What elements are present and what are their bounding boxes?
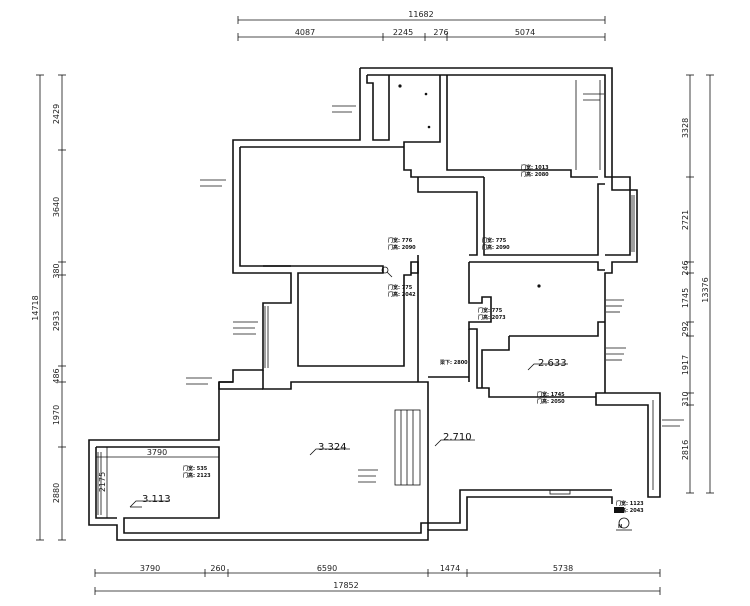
- right-total-dimension: 13376: [701, 277, 710, 302]
- bottom-segment-3: 6590: [317, 564, 337, 573]
- level-left-room: 3.113: [142, 494, 171, 505]
- left-room-inner-dims: 3790 2175: [96, 447, 219, 518]
- left-segment-4: 2933: [52, 311, 61, 331]
- level-marker-hall: 2.710: [434, 432, 475, 447]
- door-8-height: 门高: 2043: [616, 507, 644, 514]
- bottom-segment-4: 1474: [440, 564, 460, 573]
- top-segment-3: 276: [433, 28, 448, 37]
- window-lines: [97, 80, 654, 515]
- right-segment-1: 3328: [681, 118, 690, 138]
- right-dimension-lines: 3328 2721 246 1745 292 1917 310 2816 133…: [681, 74, 714, 494]
- right-segment-7: 310: [681, 391, 690, 406]
- door-8-width: 门宽: 1123: [616, 500, 644, 507]
- entry-symbol-icon: N: [614, 507, 632, 531]
- door-2-height: 门高: 2090: [482, 244, 510, 251]
- compass-label: N: [618, 524, 622, 530]
- steps: [394, 409, 421, 486]
- inner-partitions: [218, 75, 605, 530]
- door-1-height: 门高: 2090: [388, 244, 416, 251]
- door-4-width: 门宽: 775: [478, 307, 503, 314]
- left-segment-7: 2880: [52, 483, 61, 503]
- left-segment-3: 380: [52, 263, 61, 278]
- counter-mark: [549, 489, 571, 495]
- inner-width: 3790: [147, 448, 167, 457]
- outer-walls: [88, 67, 661, 541]
- bottom-dimension-lines: 3790 260 6590 1474 5738 17852: [94, 564, 661, 595]
- inner-height: 2175: [98, 472, 107, 492]
- level-living: 3.324: [318, 442, 347, 453]
- right-segment-8: 2816: [681, 440, 690, 460]
- level-hall: 2.710: [443, 432, 472, 443]
- bottom-segment-1: 3790: [140, 564, 160, 573]
- top-segment-4: 5074: [515, 28, 535, 37]
- right-segment-4: 1745: [681, 288, 690, 308]
- left-dimension-lines: 14718 2429 3640 380 2933 486 1970 2880: [31, 74, 66, 541]
- right-segment-6: 1917: [681, 355, 690, 375]
- door-2-width: 门宽: 775: [482, 237, 507, 244]
- top-total-dimension: 11682: [408, 10, 433, 19]
- level-right-room: 2.633: [538, 358, 567, 369]
- bottom-segment-2: 260: [210, 564, 225, 573]
- level-marker-left: 3.113: [129, 494, 171, 508]
- door-6-height: 门高: 2050: [537, 398, 565, 405]
- top-segment-1: 4087: [295, 28, 315, 37]
- door-7-width: 门宽: 535: [183, 465, 208, 472]
- door-5-width: 门宽: 1013: [521, 164, 549, 171]
- door-3-height: 门高: 2042: [388, 291, 416, 298]
- right-segment-3: 246: [681, 260, 690, 275]
- right-segment-5: 292: [681, 321, 690, 336]
- door-5-height: 门高: 2080: [521, 171, 549, 178]
- bottom-total-dimension: 17852: [333, 581, 358, 590]
- door-1-width: 门宽: 776: [388, 237, 413, 244]
- fixtures: [381, 84, 541, 288]
- bottom-segment-5: 5738: [553, 564, 573, 573]
- door-3-width: 门宽: 775: [388, 284, 413, 291]
- left-segment-6: 1970: [52, 405, 61, 425]
- top-dimension-lines: 11682 4087 2245 276 5074: [237, 10, 606, 41]
- left-segment-1: 2429: [52, 104, 61, 124]
- beam-label: 梁下: 2800: [439, 359, 468, 366]
- door-labels: 门宽: 776 门高: 2090 门宽: 775 门高: 2090 门宽: 77…: [183, 164, 644, 514]
- left-segment-2: 3640: [52, 197, 61, 217]
- small-annotations: [186, 93, 684, 483]
- level-marker-right-room: 2.633: [527, 358, 568, 371]
- door-7-height: 门高: 2123: [183, 472, 211, 479]
- level-marker-living: 3.324: [309, 442, 350, 456]
- door-4-height: 门高: 2073: [478, 314, 506, 321]
- right-segment-2: 2721: [681, 210, 690, 230]
- door-6-width: 门宽: 1745: [537, 391, 565, 398]
- top-segment-2: 2245: [393, 28, 413, 37]
- left-total-dimension: 14718: [31, 295, 40, 320]
- left-segment-5: 486: [52, 368, 61, 383]
